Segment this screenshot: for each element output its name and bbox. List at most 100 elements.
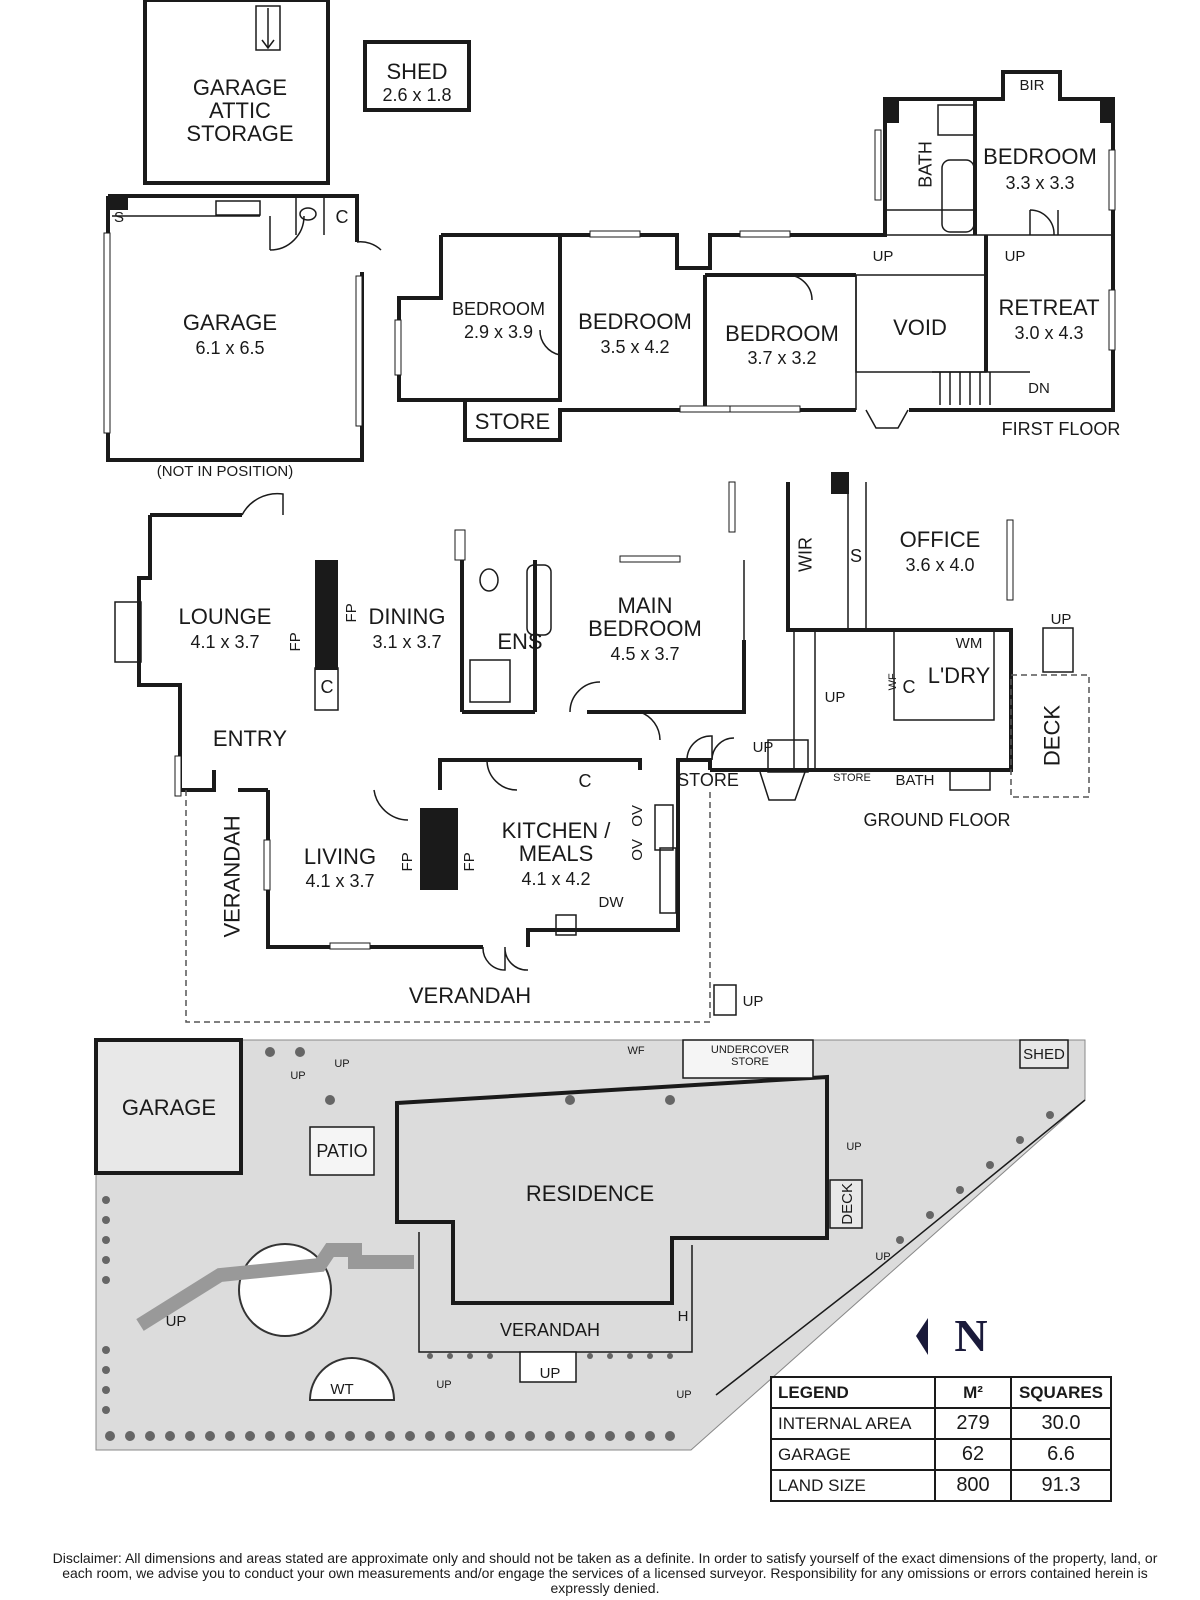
entry-label: ENTRY — [212, 726, 288, 751]
retreat-dimensions: 3.0 x 4.3 — [1014, 323, 1084, 343]
site-patio-label: PATIO — [316, 1141, 368, 1161]
office-label: OFFICE — [899, 527, 981, 552]
shed-label: SHED — [386, 59, 448, 84]
deck-label: DECK — [1039, 704, 1065, 767]
north-arrow-icon — [916, 1318, 928, 1355]
cupboard-label-dining: C — [320, 677, 334, 697]
stairs-up-label-2: UP — [1004, 248, 1026, 265]
first-floor-title: FIRST FLOOR — [1001, 419, 1121, 439]
bedroom-2-label: BEDROOM — [578, 309, 692, 334]
fireplace-label-lounge: FP — [287, 632, 305, 652]
site-up-label-7: UP — [875, 1251, 891, 1263]
legend-row: GARAGE 62 6.6 — [770, 1438, 1112, 1471]
legend-row-label: LAND SIZE — [770, 1469, 936, 1502]
dishwasher-label: DW — [598, 894, 624, 911]
stairs-down-label: DN — [1028, 380, 1050, 397]
shed-dimensions: 2.6 x 1.8 — [382, 85, 452, 105]
site-garage-label: GARAGE — [121, 1095, 217, 1120]
oven-label-2: OV — [629, 805, 647, 827]
store-first-label: STORE — [474, 409, 551, 434]
lounge-label: LOUNGE — [178, 604, 272, 629]
dining-dimensions: 3.1 x 3.7 — [372, 632, 442, 652]
legend-row-m2: 279 — [934, 1407, 1012, 1440]
main-bedroom-label: MAIN BEDROOM — [588, 593, 702, 642]
void-label: VOID — [893, 315, 947, 340]
legend-row-label: GARAGE — [770, 1438, 936, 1471]
washing-machine-label: WM — [955, 635, 983, 652]
legend-squares-header: SQUARES — [1010, 1376, 1112, 1409]
garage-c-label: C — [335, 207, 349, 227]
legend-row: INTERNAL AREA 279 30.0 — [770, 1407, 1112, 1440]
legend-row-squares: 6.6 — [1010, 1438, 1112, 1471]
area-legend-table: LEGEND M² SQUARES INTERNAL AREA 279 30.0… — [770, 1376, 1112, 1502]
site-up-label-1: UP — [290, 1070, 306, 1082]
site-up-label-6: UP — [676, 1389, 692, 1401]
store-stairs-up-label: UP — [752, 739, 774, 756]
site-deck-label: DECK — [839, 1183, 857, 1225]
kitchen-meals-label: KITCHEN / MEALS — [501, 818, 611, 867]
ground-stairs-up-label: UP — [824, 689, 846, 706]
site-up-label-5: UP — [539, 1365, 561, 1382]
site-up-label-8: UP — [846, 1141, 862, 1153]
disclaimer-text: Disclaimer: All dimensions and areas sta… — [52, 1551, 1158, 1596]
store-ground-label: STORE — [677, 770, 739, 790]
site-up-label-2: UP — [334, 1058, 350, 1070]
site-wall-furnace-label: WF — [627, 1045, 645, 1057]
site-verandah-label: VERANDAH — [499, 1320, 601, 1340]
shed-outline — [363, 40, 471, 112]
legend-row-squares: 30.0 — [1010, 1407, 1112, 1440]
legend-header-row: LEGEND M² SQUARES — [770, 1376, 1112, 1409]
site-up-label-4: UP — [436, 1379, 452, 1391]
site-h-label: H — [677, 1308, 689, 1325]
fireplace-label-living: FP — [399, 852, 417, 872]
undercover-store-label: UNDERCOVER STORE — [710, 1044, 790, 1068]
bedroom-3-dimensions: 3.7 x 3.2 — [747, 348, 817, 368]
garage-s-label: S — [113, 209, 124, 226]
bath-label-first: BATH — [915, 141, 936, 188]
ensuite-label: ENS — [497, 629, 543, 654]
walk-in-robe-label: WIR — [795, 536, 816, 572]
water-tank-label: WT — [330, 1381, 354, 1398]
legend-row-m2: 62 — [934, 1438, 1012, 1471]
bedroom-1-label: BEDROOM — [451, 299, 545, 319]
storage-s-label: S — [849, 546, 862, 566]
bedroom-1-dimensions: 2.9 x 3.9 — [463, 322, 534, 342]
not-in-position-note: (NOT IN POSITION) — [156, 463, 294, 480]
legend-m2-header: M² — [934, 1376, 1012, 1409]
verandah-front-label: VERANDAH — [408, 983, 532, 1008]
legend-row-label: INTERNAL AREA — [770, 1407, 936, 1440]
site-up-label-3: UP — [165, 1313, 187, 1330]
store-small-label: STORE — [833, 772, 871, 784]
legend-row-squares: 91.3 — [1010, 1469, 1112, 1502]
verandah-stairs-up-label: UP — [742, 993, 764, 1010]
retreat-label: RETREAT — [998, 295, 1100, 320]
site-shed-label: SHED — [1023, 1046, 1065, 1063]
verandah-side-label: VERANDAH — [219, 815, 245, 938]
bir-label: BIR — [1019, 77, 1045, 94]
first-floor-outline — [394, 70, 1116, 442]
legend-title: LEGEND — [770, 1376, 936, 1409]
fireplace-label-kitchen: FP — [461, 852, 479, 872]
office-dimensions: 3.6 x 4.0 — [905, 555, 975, 575]
bedroom-3-label: BEDROOM — [725, 321, 839, 346]
kitchen-cupboard-label: C — [578, 771, 592, 791]
stairs-up-label-1: UP — [872, 248, 894, 265]
garage-outline — [103, 194, 382, 462]
kitchen-meals-dimensions: 4.1 x 4.2 — [521, 869, 591, 889]
legend-row-m2: 800 — [934, 1469, 1012, 1502]
bedroom-first-main-label: BEDROOM — [983, 144, 1097, 169]
wall-furnace-label: WF — [887, 673, 900, 691]
laundry-cupboard-label: C — [902, 677, 916, 697]
garage-dimensions: 6.1 x 6.5 — [195, 338, 265, 358]
lounge-dimensions: 4.1 x 3.7 — [190, 632, 260, 652]
bedroom-first-main-dimensions: 3.3 x 3.3 — [1005, 173, 1075, 193]
fireplace-label-dining: FP — [343, 603, 361, 623]
bath-ground-label: BATH — [895, 772, 935, 789]
dining-label: DINING — [368, 604, 446, 629]
ground-floor-title: GROUND FLOOR — [863, 810, 1011, 830]
north-compass-label: N — [954, 1310, 988, 1361]
oven-label-1: OV — [629, 839, 647, 861]
garage-attic-label: GARAGE ATTIC STORAGE — [186, 75, 294, 147]
bedroom-2-dimensions: 3.5 x 4.2 — [600, 337, 670, 357]
